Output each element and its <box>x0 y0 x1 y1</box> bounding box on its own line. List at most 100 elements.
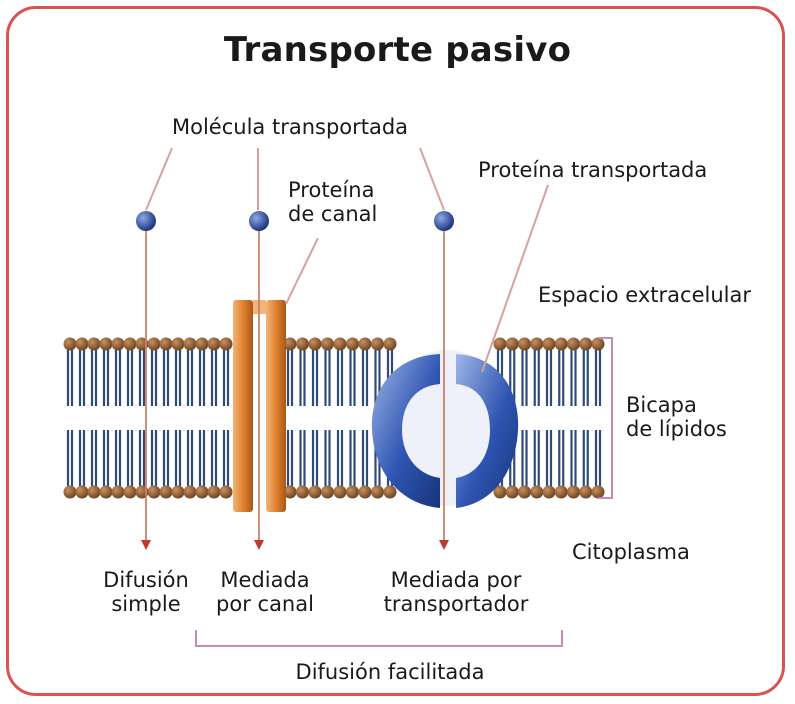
label-mediada-canal: Mediada por canal <box>206 568 324 616</box>
label-mediada-transportador: Mediada por transportador <box>376 568 536 616</box>
lipid-head <box>383 485 397 499</box>
label-difusion-simple-line2: simple <box>111 592 181 616</box>
label-proteina-transportada: Proteína transportada <box>478 158 708 182</box>
lipid-head <box>308 337 322 351</box>
label-bicapa-line1: Bicapa <box>626 393 697 417</box>
label-mediada-transportador-line2: transportador <box>383 592 529 616</box>
label-bicapa-lipidos: Bicapa de lípidos <box>626 393 727 441</box>
label-difusion-simple: Difusión simple <box>96 568 196 616</box>
carrier-protein-left <box>371 354 440 508</box>
transport-arrowhead <box>254 540 264 550</box>
lipid-head <box>579 485 593 499</box>
lipid-head <box>99 485 113 499</box>
lipid-head <box>171 337 185 351</box>
lipid-head <box>296 485 309 499</box>
lipid-head <box>567 337 580 351</box>
label-molecula-transportada: Molécula transportada <box>172 115 409 139</box>
label-proteina-canal: Proteína de canal <box>288 178 377 226</box>
label-proteina-canal-line2: de canal <box>288 202 378 226</box>
lipid-head <box>358 337 372 351</box>
lipid-head <box>296 337 309 351</box>
lipid-head <box>505 485 519 499</box>
lipid-head <box>207 485 221 499</box>
lipid-head <box>346 337 359 351</box>
lipid-head <box>159 485 173 499</box>
lipid-head <box>591 337 605 351</box>
lipid-head <box>346 485 359 499</box>
lipid-head <box>123 337 137 351</box>
lipid-head <box>505 337 519 351</box>
label-proteina-canal-line1: Proteína <box>288 178 375 202</box>
lipid-head <box>358 485 372 499</box>
label-mediada-canal-line2: por canal <box>216 592 314 616</box>
lipid-head <box>75 337 89 351</box>
channel-protein-right <box>266 300 286 512</box>
bilayer-bracket <box>598 337 613 499</box>
leader-molecula-1 <box>145 147 173 211</box>
lipid-head <box>147 485 161 499</box>
label-mediada-transportador-line1: Mediada por <box>390 568 522 592</box>
label-difusion-simple-line1: Difusión <box>103 568 189 592</box>
lipid-head <box>159 337 173 351</box>
lipid-head <box>554 337 568 351</box>
lipid-head <box>308 485 322 499</box>
lipid-head <box>321 337 334 351</box>
lipid-head <box>591 485 605 499</box>
label-espacio-extracelular: Espacio extracelular <box>538 283 751 307</box>
lipid-head <box>383 337 397 351</box>
facilitada-bracket <box>195 630 563 647</box>
lipid-head <box>542 337 556 351</box>
label-bicapa-line2: de lípidos <box>626 417 727 441</box>
transported-molecule <box>249 211 269 231</box>
leader-proteina-transportada <box>481 184 549 373</box>
lipid-head <box>518 485 531 499</box>
lipid-head <box>87 337 101 351</box>
pointer-lines <box>141 147 563 647</box>
lipid-head <box>207 337 221 351</box>
channel-protein-left <box>233 300 253 512</box>
lipid-head <box>99 337 113 351</box>
leader-molecula-3 <box>419 147 445 211</box>
label-difusion-facilitada: Difusión facilitada <box>295 660 485 684</box>
lipid-head <box>195 485 209 499</box>
lipid-head <box>147 337 161 351</box>
carrier-protein-right <box>456 354 519 508</box>
lipid-head <box>554 485 568 499</box>
lipid-head <box>579 337 593 351</box>
lipid-head <box>219 337 233 351</box>
lipid-head <box>75 485 89 499</box>
lipid-head <box>371 485 384 499</box>
lipid-head <box>530 485 544 499</box>
lipid-head <box>183 337 197 351</box>
lipid-head <box>567 485 580 499</box>
lipid-head <box>87 485 101 499</box>
leader-proteina-canal <box>285 237 319 305</box>
transport-arrowhead <box>439 540 449 550</box>
lipid-head <box>493 485 507 499</box>
diagram-frame <box>6 6 785 696</box>
lipid-head <box>283 485 297 499</box>
label-citoplasma: Citoplasma <box>572 540 690 564</box>
label-mediada-canal-line1: Mediada <box>220 568 310 592</box>
transported-molecule <box>136 211 156 231</box>
lipid-head <box>63 337 77 351</box>
lipid-head <box>493 337 507 351</box>
lipid-head <box>171 485 185 499</box>
lipid-head <box>321 485 334 499</box>
transport-arrowhead <box>141 540 151 550</box>
lipid-head <box>371 337 384 351</box>
lipid-head <box>542 485 556 499</box>
lipid-head <box>333 337 347 351</box>
lipid-head <box>530 337 544 351</box>
lipid-bilayer <box>63 337 613 499</box>
lipid-head <box>219 485 233 499</box>
diagram-title: Transporte pasivo <box>223 30 572 70</box>
lipid-head <box>111 485 125 499</box>
transported-molecule <box>434 211 454 231</box>
lipid-head <box>283 337 297 351</box>
transported-molecules <box>136 211 454 231</box>
lipid-head <box>63 485 77 499</box>
lipid-head <box>183 485 197 499</box>
lipid-head <box>111 337 125 351</box>
